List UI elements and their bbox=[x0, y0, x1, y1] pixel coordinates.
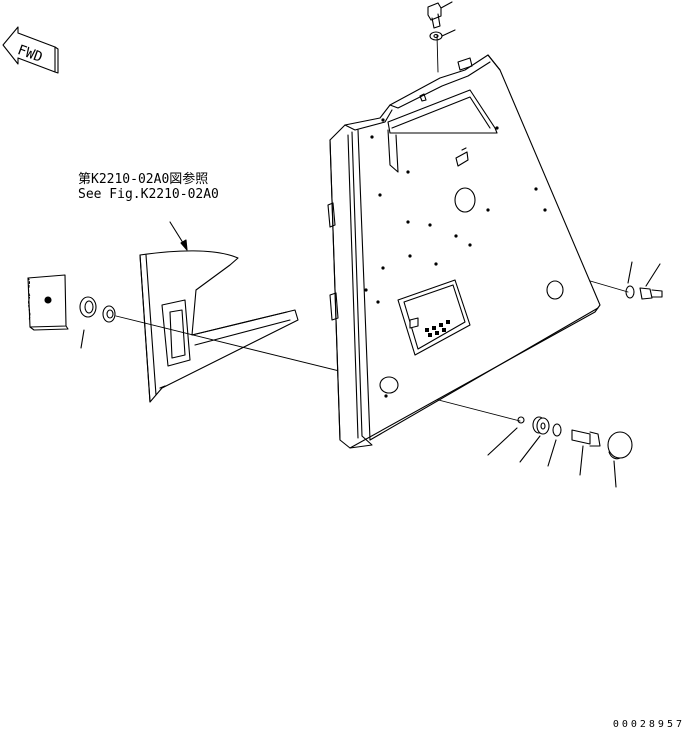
bolt-right-upper bbox=[639, 263, 663, 300]
reference-note-en: See Fig.K2210-02A0 bbox=[78, 187, 219, 202]
drawing-number: 00028957 bbox=[612, 719, 685, 730]
washer-top bbox=[429, 29, 456, 41]
side-panel-reference bbox=[139, 250, 299, 403]
reference-note-jp: 第K2210-02A0図参照 bbox=[78, 172, 209, 187]
washer-right-upper bbox=[625, 261, 635, 299]
bolt-lower bbox=[571, 429, 601, 476]
cover-plate-small bbox=[27, 274, 69, 331]
reference-leader bbox=[169, 221, 188, 251]
plug-small bbox=[487, 416, 525, 456]
grommet-left bbox=[79, 296, 116, 349]
washer-flanged bbox=[519, 416, 550, 463]
main-panel bbox=[327, 54, 601, 449]
cap-lower bbox=[607, 431, 633, 488]
bolt-top bbox=[427, 1, 453, 29]
fwd-arrow-icon: FWD bbox=[2, 26, 59, 74]
washer-lower bbox=[547, 423, 562, 467]
reference-note: 第K2210-02A0図参照 See Fig.K2210-02A0 bbox=[78, 172, 219, 202]
